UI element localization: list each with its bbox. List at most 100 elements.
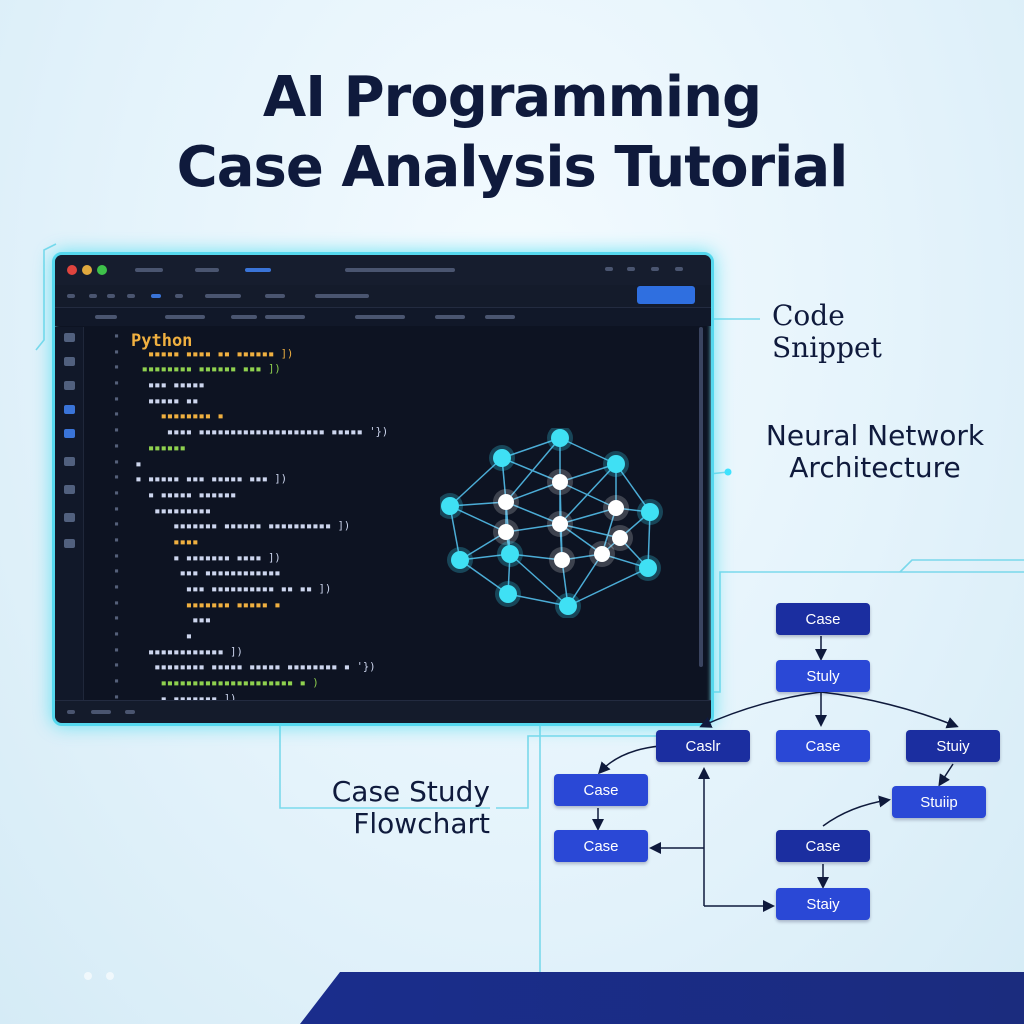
line-number: ▪ xyxy=(114,613,119,623)
menu-item[interactable] xyxy=(135,268,163,272)
toolbar-icon[interactable] xyxy=(175,294,183,298)
line-number: ▪ xyxy=(114,378,119,388)
toolbar-icon[interactable] xyxy=(127,294,135,298)
network-connection xyxy=(567,553,603,607)
editor-scrollbar[interactable] xyxy=(699,327,703,667)
network-node xyxy=(493,449,511,467)
line-numbers: ▪▪▪▪▪▪▪▪▪▪▪▪▪▪▪▪▪▪▪▪▪▪▪▪▪▪ xyxy=(95,331,119,723)
line-number: ▪ xyxy=(114,676,119,686)
toolbar-icon[interactable] xyxy=(265,294,285,298)
network-connection xyxy=(559,523,603,555)
code-line: ▪▪▪▪ xyxy=(129,535,199,548)
tab[interactable] xyxy=(435,315,465,319)
panel-icon[interactable] xyxy=(64,539,75,548)
flowchart-label: Case Study Flowchart xyxy=(300,775,490,841)
code-snippet-label-line1: Code xyxy=(772,299,845,332)
network-connection xyxy=(559,437,617,465)
network-node xyxy=(612,530,628,546)
window-control-icon[interactable] xyxy=(627,267,635,271)
toolbar-icon[interactable] xyxy=(107,294,115,298)
network-connection xyxy=(501,457,561,483)
extensions-icon[interactable] xyxy=(64,429,75,438)
flowchart-box: Case xyxy=(776,730,870,762)
code-line: ▪ ▪▪▪▪▪ ▪▪▪▪▪▪ xyxy=(129,488,237,501)
editor-tabs xyxy=(55,308,711,326)
toolbar-icon[interactable] xyxy=(205,294,241,298)
flowchart-box: Case xyxy=(776,830,870,862)
line-number: ▪ xyxy=(114,362,119,372)
code-line: ▪▪▪▪▪▪▪▪▪ xyxy=(129,504,212,517)
flowchart-box: Staiy xyxy=(776,888,870,920)
code-line: ▪ ▪▪▪▪▪ ▪▪▪ ▪▪▪▪▪ ▪▪▪ ]) xyxy=(129,473,288,486)
line-number: ▪ xyxy=(114,503,119,513)
git-icon[interactable] xyxy=(64,381,75,390)
network-connection xyxy=(449,505,461,561)
network-node xyxy=(594,546,610,562)
line-number: ▪ xyxy=(114,393,119,403)
network-connection xyxy=(449,505,507,533)
run-button[interactable] xyxy=(637,286,695,304)
line-number: ▪ xyxy=(114,566,119,576)
toolbar-icon[interactable] xyxy=(67,294,75,298)
menu-item[interactable] xyxy=(245,268,271,272)
settings-icon[interactable] xyxy=(64,485,75,494)
window-control-icon[interactable] xyxy=(651,267,659,271)
tab[interactable] xyxy=(485,315,515,319)
minimize-window-icon[interactable] xyxy=(82,265,92,275)
code-line: ▪▪▪▪▪▪▪▪ ▪▪▪▪▪ ▪▪▪▪▪ ▪▪▪▪▪▪▪▪ ▪ '}) xyxy=(129,661,376,674)
network-node xyxy=(559,597,577,615)
window-title-bar-text xyxy=(345,268,455,272)
code-line: ▪▪▪ ▪▪▪▪▪▪▪▪▪▪▪▪ xyxy=(129,567,281,580)
explorer-icon[interactable] xyxy=(64,333,75,342)
account-icon[interactable] xyxy=(64,513,75,522)
tab[interactable] xyxy=(95,315,117,319)
network-connection xyxy=(509,553,569,607)
line-number: ▪ xyxy=(114,331,119,340)
line-number: ▪ xyxy=(114,582,119,591)
code-line: ▪▪▪▪▪▪▪▪▪▪▪▪▪▪▪▪▪▪▪▪▪ ▪ ) xyxy=(129,677,319,690)
maximize-window-icon[interactable] xyxy=(97,265,107,275)
debug-icon[interactable] xyxy=(64,405,75,414)
toolbar-icon[interactable] xyxy=(89,294,97,298)
code-line: ▪ ▪▪▪▪▪▪▪ ▪▪▪▪ ]) xyxy=(129,551,281,564)
network-connection xyxy=(505,437,561,503)
toolbar-icon[interactable] xyxy=(151,294,161,298)
flowchart-label-line2: Flowchart xyxy=(353,807,490,841)
flowchart-box: Stuiip xyxy=(892,786,986,818)
code-line: ▪ xyxy=(129,723,689,726)
tab[interactable] xyxy=(231,315,257,319)
menu-item[interactable] xyxy=(195,268,219,272)
flowchart-box: Stuiy xyxy=(906,730,1000,762)
tab[interactable] xyxy=(355,315,405,319)
window-control-icon[interactable] xyxy=(675,267,683,271)
network-connection xyxy=(559,463,617,483)
toolbar-icon[interactable] xyxy=(315,294,369,298)
bottom-band xyxy=(300,972,1024,1024)
line-number: ▪ xyxy=(114,409,119,419)
network-node xyxy=(501,545,519,563)
tab[interactable] xyxy=(265,315,305,319)
code-snippet-label: Code Snippet xyxy=(772,299,882,364)
page-title-line2: Case Analysis Tutorial xyxy=(176,135,849,200)
network-connection xyxy=(459,559,509,595)
close-window-icon[interactable] xyxy=(67,265,77,275)
network-connection xyxy=(507,593,569,607)
page-title-line1: AI Programming xyxy=(262,65,762,130)
terminal-icon[interactable] xyxy=(64,457,75,466)
network-node xyxy=(554,552,570,568)
neural-network-label-line2: Architecture xyxy=(789,451,961,485)
line-number: ▪ xyxy=(114,691,119,701)
window-control-icon[interactable] xyxy=(605,267,613,271)
code-line: ▪▪▪ ▪▪▪▪▪ xyxy=(129,379,205,392)
tab[interactable] xyxy=(165,315,205,319)
neural-network-label: Neural Network Architecture xyxy=(740,419,1010,485)
code-line: ▪▪▪▪▪▪ xyxy=(129,441,186,454)
search-icon[interactable] xyxy=(64,357,75,366)
flowchart-label-line1: Case Study xyxy=(331,775,490,808)
neural-network-graphic xyxy=(440,428,663,618)
network-node xyxy=(498,524,514,540)
flowchart-box: Stuly xyxy=(776,660,870,692)
line-number: ▪ xyxy=(114,644,119,654)
code-line: ▪▪▪▪▪▪▪▪ ▪ xyxy=(129,410,224,423)
code-line: ▪ xyxy=(129,457,142,470)
